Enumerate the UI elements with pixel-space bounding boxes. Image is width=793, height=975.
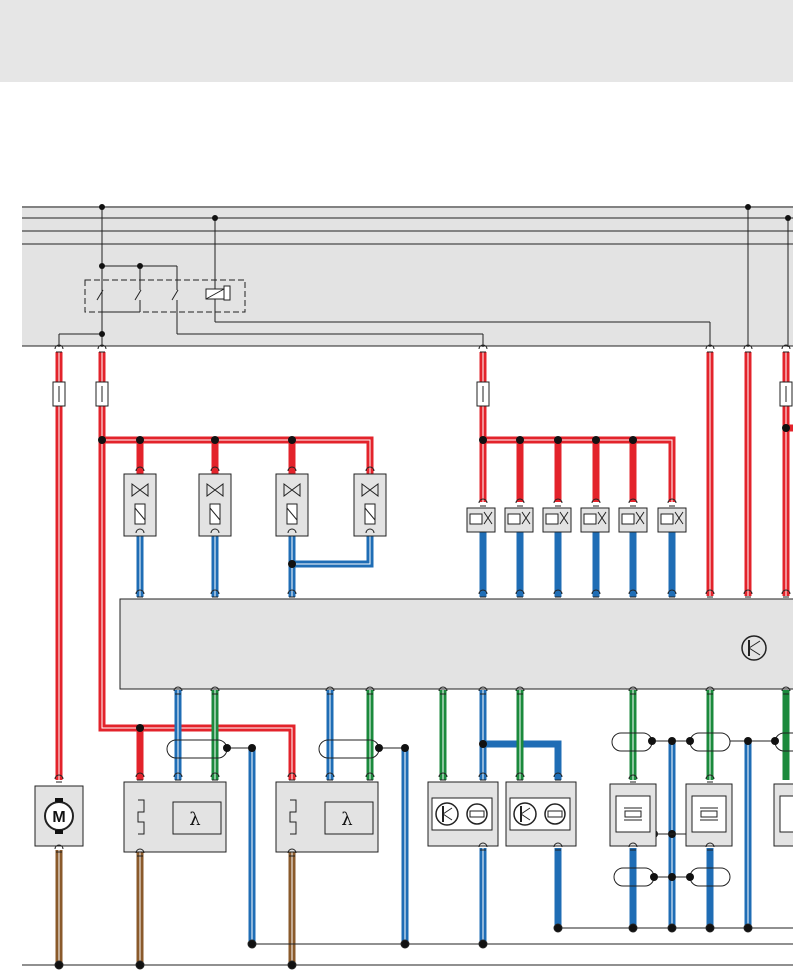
injector-2 [198, 473, 232, 537]
red-wires [55, 352, 793, 780]
junction-dots [98, 424, 790, 748]
ground-bus [22, 923, 793, 970]
brown-wires [55, 850, 296, 965]
injector-4 [353, 473, 387, 537]
valve-1 [466, 507, 496, 533]
fuel-pump-motor: M [34, 785, 84, 847]
green-wires [211, 690, 790, 780]
valve-3 [542, 507, 572, 533]
injector-1 [123, 473, 157, 537]
fuse-4 [779, 381, 793, 407]
valve-4 [580, 507, 610, 533]
motor-label: M [52, 809, 65, 826]
fuse-2 [95, 381, 109, 407]
injectors [123, 473, 387, 537]
solenoid-valves [466, 507, 687, 533]
control-unit [119, 598, 793, 690]
sensor-3-partial [773, 783, 793, 847]
injector-3 [275, 473, 309, 537]
lambda-sensor-1: λ [123, 781, 227, 853]
sensor-2 [685, 783, 733, 847]
knock-sensor-1 [427, 781, 499, 847]
fuse-3 [476, 381, 490, 407]
lambda-symbol-2: λ [341, 809, 352, 830]
header-band [0, 0, 793, 82]
lambda-symbol-1: λ [189, 809, 200, 830]
knock-sensor-2 [505, 781, 577, 847]
valve-5 [618, 507, 648, 533]
valve-6 [657, 507, 687, 533]
fuse-1 [52, 381, 66, 407]
knock-icon [741, 635, 767, 661]
sensor-1 [609, 783, 657, 847]
lambda-sensor-2: λ [275, 781, 379, 853]
power-rail-panel [22, 206, 793, 347]
valve-2 [504, 507, 534, 533]
relay-box [58, 204, 791, 347]
fuses [52, 381, 793, 407]
